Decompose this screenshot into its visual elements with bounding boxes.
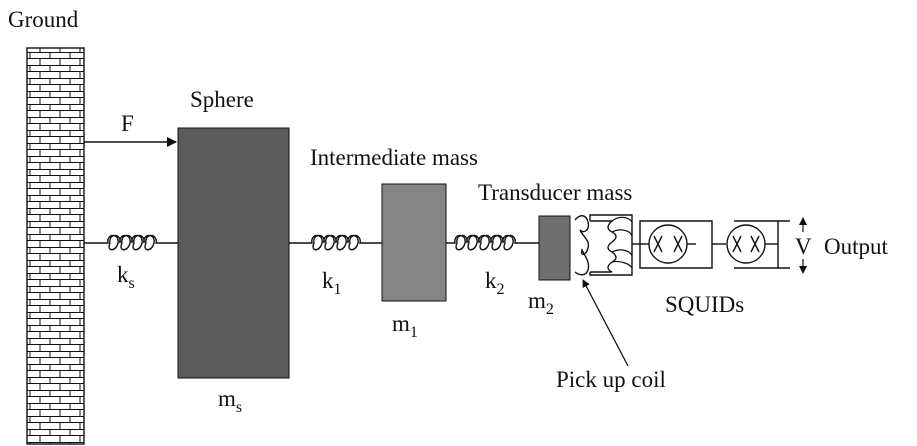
sphere-label: Sphere (190, 87, 254, 112)
squid-1 (632, 220, 713, 269)
spring-label-ks: ks (117, 262, 135, 292)
mass-label-ms: ms (218, 386, 242, 416)
pickup-coil (574, 214, 633, 276)
spring-label-k2: k2 (485, 268, 505, 298)
transducer-label: Transducer mass (478, 180, 632, 205)
intermediate-label: Intermediate mass (310, 145, 478, 170)
sphere-mass-block (177, 127, 290, 379)
spring-k1 (289, 234, 382, 251)
transducer-mass-block (538, 215, 571, 281)
spring-ks (84, 234, 178, 251)
ground-label: Ground (8, 7, 79, 32)
mass-label-m2: m2 (528, 288, 554, 318)
intermediate-mass-block (381, 183, 447, 302)
mass-label-m1: m1 (392, 311, 418, 341)
squid-2 (712, 220, 790, 269)
spring-k2 (446, 234, 539, 251)
spring-label-k1: k1 (322, 268, 342, 298)
pickup-pointer-arrow (582, 279, 629, 367)
force-label: F (121, 111, 134, 136)
voltage-label: V (795, 234, 812, 259)
output-label: Output (824, 234, 889, 259)
pickup-label: Pick up coil (556, 367, 666, 392)
ground-wall (26, 47, 85, 445)
squids-label: SQUIDs (665, 292, 744, 317)
